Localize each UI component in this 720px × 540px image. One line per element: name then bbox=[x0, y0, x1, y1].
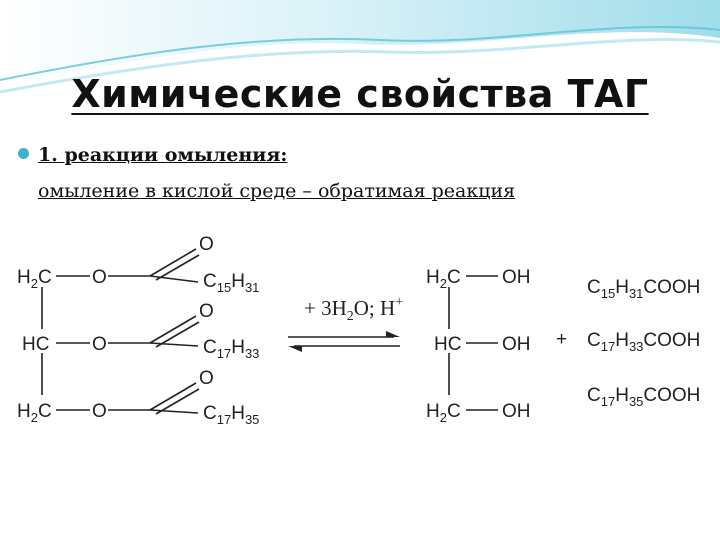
left-c1: H2C bbox=[17, 267, 52, 291]
acyl-radical-3: C17H35 bbox=[203, 403, 259, 427]
saponification-scheme: H2C HC H2C O O O O O O C15H31 C17H33 C17… bbox=[17, 234, 700, 427]
slide-title: Химические свойства ТАГ bbox=[71, 72, 649, 116]
fatty-acid-2: C17H33COOH bbox=[587, 330, 700, 354]
hydroxyl-1: OH bbox=[502, 267, 531, 288]
carbonyl-oxygen-1: O bbox=[199, 234, 214, 255]
carbonyl-oxygen-2: O bbox=[199, 301, 214, 322]
carbonyl-oxygen-3: O bbox=[199, 368, 214, 389]
ester-oxygen-3: O bbox=[92, 401, 107, 422]
bullet-label: 1. реакции омыления: bbox=[38, 144, 288, 166]
hydroxyl-3: OH bbox=[502, 401, 531, 422]
acyl-radical-2: C17H33 bbox=[203, 337, 259, 361]
right-c2: HC bbox=[434, 334, 461, 355]
hydroxyl-2: OH bbox=[502, 334, 531, 355]
fatty-acid-1: C15H31COOH bbox=[587, 277, 700, 301]
ester-oxygen-2: O bbox=[92, 334, 107, 355]
fatty-acid-3: C17H35COOH bbox=[587, 385, 700, 409]
header-wave-decoration bbox=[0, 0, 720, 94]
left-c3: H2C bbox=[17, 401, 52, 425]
reaction-description: омыление в кислой среде – обратимая реак… bbox=[38, 180, 516, 202]
bullet-dot-icon bbox=[18, 148, 29, 159]
equilibrium-arrow-icon bbox=[288, 331, 400, 352]
plus-sign: + bbox=[556, 329, 567, 350]
reaction-conditions: + 3H2O; H+ bbox=[304, 295, 403, 324]
acyl-radical-1: C15H31 bbox=[203, 271, 259, 295]
right-c3: H2C bbox=[426, 401, 461, 425]
left-c2: HC bbox=[22, 334, 49, 355]
right-c1: H2C bbox=[426, 267, 461, 291]
bullet-item: 1. реакции омыления: bbox=[18, 144, 287, 166]
ester-oxygen-1: O bbox=[92, 267, 107, 288]
